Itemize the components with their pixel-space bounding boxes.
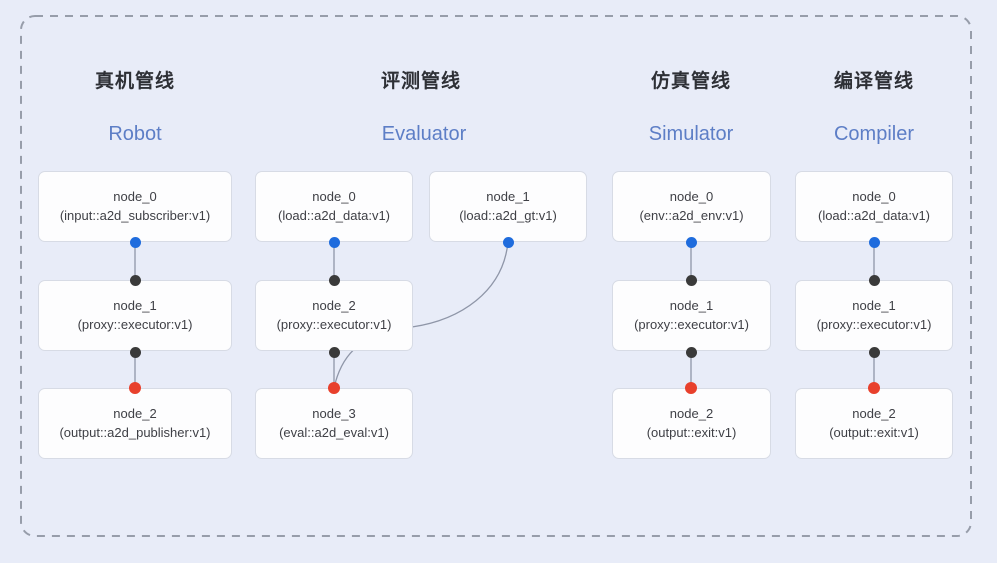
node-type: (output::a2d_publisher:v1) (59, 425, 211, 440)
node-type: (proxy::executor:v1) (276, 317, 392, 332)
node-name: node_1 (113, 298, 157, 313)
node-type: (load::a2d_data:v1) (817, 208, 931, 223)
node-type: (output::exit:v1) (829, 425, 919, 440)
node-name: node_0 (852, 189, 896, 204)
blue-port-dot (502, 236, 514, 248)
pipeline-en-title-simulator: Simulator (648, 123, 734, 145)
node-name: node_1 (852, 298, 896, 313)
graph-node-eval-2: node_2 (proxy::executor:v1) (255, 280, 413, 351)
blue-port-dot (685, 236, 697, 248)
node-name: node_3 (312, 406, 356, 421)
graph-node-comp-1: node_1 (proxy::executor:v1) (795, 280, 953, 351)
graph-node-comp-2: node_2 (output::exit:v1) (795, 388, 953, 459)
red-port-dot (328, 382, 340, 394)
graph-node-sim-2: node_2 (output::exit:v1) (612, 388, 771, 459)
black-port-dot (868, 274, 880, 286)
graph-node-comp-0: node_0 (load::a2d_data:v1) (795, 171, 953, 242)
black-port-dot (129, 346, 141, 358)
node-type: (proxy::executor:v1) (816, 317, 932, 332)
node-name: node_2 (113, 406, 157, 421)
node-type: (load::a2d_gt:v1) (459, 208, 557, 223)
blue-port-dot (868, 236, 880, 248)
black-port-dot (685, 346, 697, 358)
black-port-dot (328, 274, 340, 286)
node-name: node_0 (669, 189, 714, 204)
node-type: (eval::a2d_eval:v1) (279, 425, 389, 440)
graph-node-eval-0: node_0 (load::a2d_data:v1) (255, 171, 413, 242)
node-name: node_2 (669, 406, 714, 421)
graph-node-robot-1: node_1 (proxy::executor:v1) (38, 280, 232, 351)
graph-node-eval-3: node_3 (eval::a2d_eval:v1) (255, 388, 413, 459)
graph-node-eval-1: node_1 (load::a2d_gt:v1) (429, 171, 587, 242)
graph-node-robot-2: node_2 (output::a2d_publisher:v1) (38, 388, 232, 459)
node-name: node_0 (113, 189, 157, 204)
red-port-dot (685, 382, 697, 394)
node-name: node_1 (669, 298, 714, 313)
node-type: (proxy::executor:v1) (77, 317, 193, 332)
node-type: (input::a2d_subscriber:v1) (59, 208, 211, 223)
node-type: (output::exit:v1) (646, 425, 737, 440)
pipeline-zh-title-compiler: 编译管线 (833, 71, 915, 92)
black-port-dot (129, 274, 141, 286)
black-port-dot (328, 346, 340, 358)
node-type: (proxy::executor:v1) (634, 317, 749, 332)
dashed-border (20, 15, 972, 537)
pipeline-en-title-compiler: Compiler (833, 123, 915, 145)
node-name: node_2 (852, 406, 896, 421)
pipeline-zh-title-simulator: 仿真管线 (650, 71, 732, 92)
node-name: node_1 (486, 189, 530, 204)
graph-node-sim-1: node_1 (proxy::executor:v1) (612, 280, 771, 351)
blue-port-dot (129, 236, 141, 248)
blue-port-dot (328, 236, 340, 248)
red-port-dot (868, 382, 880, 394)
node-name: node_2 (312, 298, 356, 313)
graph-node-robot-0: node_0 (input::a2d_subscriber:v1) (38, 171, 232, 242)
black-port-dot (868, 346, 880, 358)
pipeline-zh-title-evaluator: 评测管线 (380, 71, 462, 92)
pipeline-en-title-evaluator: Evaluator (381, 123, 467, 145)
red-port-dot (129, 382, 141, 394)
node-type: (env::a2d_env:v1) (639, 208, 744, 223)
graph-node-sim-0: node_0 (env::a2d_env:v1) (612, 171, 771, 242)
black-port-dot (685, 274, 697, 286)
node-type: (load::a2d_data:v1) (277, 208, 391, 223)
node-name: node_0 (312, 189, 356, 204)
pipeline-zh-title-robot: 真机管线 (94, 71, 176, 92)
pipeline-en-title-robot: Robot (108, 123, 162, 145)
